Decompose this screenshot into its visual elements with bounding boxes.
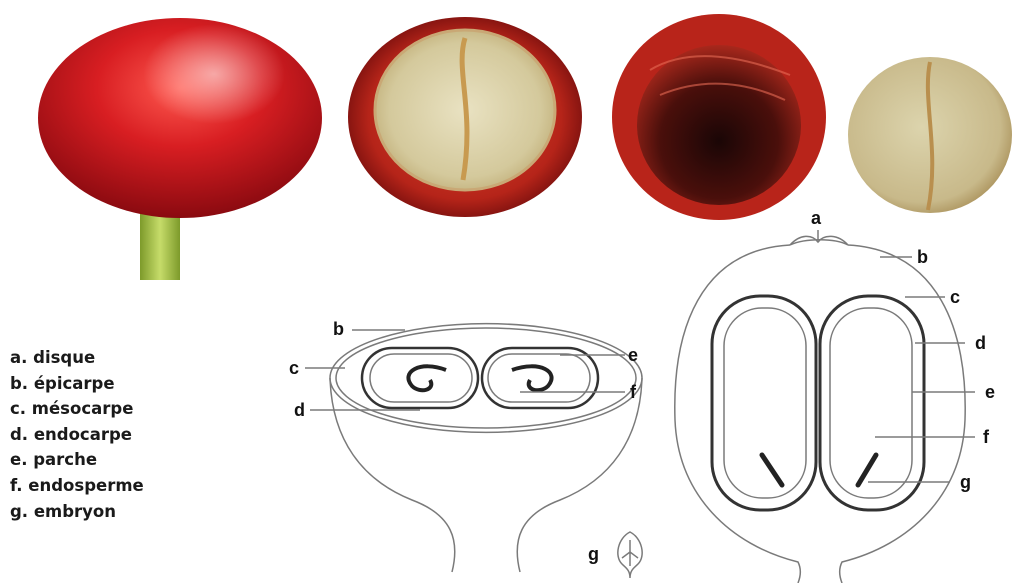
cross-label-d: d [294, 400, 305, 420]
legend-item-endocarpe: d. endocarpe [10, 422, 144, 448]
cherry-pulp-empty-photo [612, 14, 826, 220]
legend-item-mesocarpe: c. mésocarpe [10, 396, 144, 422]
cross-parchment-right [488, 354, 590, 402]
long-embryo-right [858, 455, 876, 485]
embryo-veins [622, 540, 638, 566]
cross-label-f: f [630, 382, 637, 402]
cross-mesocarp-inner [336, 328, 636, 428]
cross-embryo-right [512, 366, 552, 390]
cherry-cross-section-photo [348, 17, 582, 217]
legend-item-epicarpe: b. épicarpe [10, 371, 144, 397]
cross-label-e: e [628, 345, 638, 365]
long-embryo-left [762, 455, 782, 485]
long-label-f: f [983, 427, 990, 447]
embryo-drawing [618, 532, 642, 578]
long-label-e: e [985, 382, 995, 402]
cross-embryo-left [408, 366, 446, 390]
legend-item-embryon: g. embryon [10, 499, 144, 525]
legend-item-disque: a. disque [10, 345, 144, 371]
green-bean-photo [848, 57, 1012, 213]
long-label-b: b [917, 247, 928, 267]
long-label-d: d [975, 333, 986, 353]
cross-label-c: c [289, 358, 299, 378]
cross-parchment-left [370, 354, 472, 402]
long-label-c: c [950, 287, 960, 307]
long-parchment-left [724, 308, 806, 498]
cross-label-b: b [333, 319, 344, 339]
long-disc [790, 236, 848, 245]
legend-item-endosperme: f. endosperme [10, 473, 144, 499]
legend: a. disque b. épicarpe c. mésocarpe d. en… [10, 345, 144, 524]
long-label-a: a [811, 208, 822, 228]
whole-cherry-photo [38, 18, 322, 280]
cross-section-drawing [305, 324, 642, 572]
long-parchment-right [830, 308, 912, 498]
legend-item-parche: e. parche [10, 447, 144, 473]
cherry-highlight [38, 18, 322, 218]
long-label-g: g [960, 472, 971, 492]
embryo-label-g: g [588, 544, 599, 564]
